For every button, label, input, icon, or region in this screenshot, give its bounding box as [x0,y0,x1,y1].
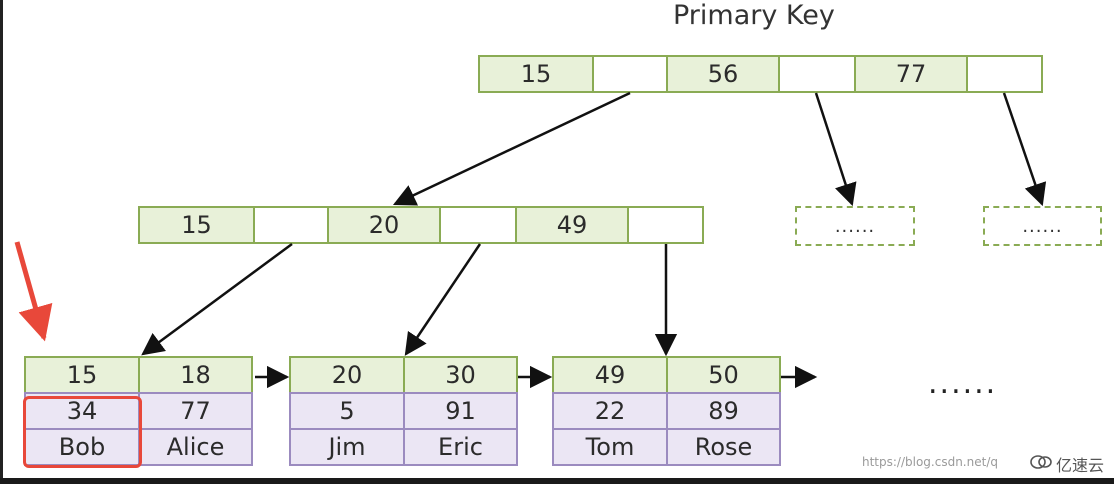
leaf-value: 91 [403,392,518,430]
brand-logo-text: 亿速云 [1056,456,1105,475]
leaf-value: 77 [138,392,253,430]
leaf-value: 89 [666,392,781,430]
leaf-key: 20 [289,356,405,394]
tree-arrow [1002,92,1047,207]
leaf-data-row: Tom Rose [552,428,781,466]
leaf-value: Jim [289,428,405,466]
placeholder-node: ...... [795,206,915,246]
root-pointer [778,55,856,93]
leaf-key-row: 49 50 [552,356,781,394]
cloud-icon [1030,455,1052,469]
internal-node: 15 20 49 [138,206,704,244]
tree-arrow [814,92,857,207]
leaf-node: 15 18 34 77 Bob Alice [24,356,253,466]
root-node: 15 56 77 [478,55,1043,93]
root-key: 15 [478,55,594,93]
root-pointer [592,55,668,93]
internal-key: 15 [138,206,255,244]
leaf-value: Eric [403,428,518,466]
red-pointer-arrow [14,241,53,342]
tree-arrow [141,242,293,356]
leaf-data-row: Bob Alice [24,428,253,466]
root-key: 56 [666,55,780,93]
watermark-url: https://blog.csdn.net/q [862,455,998,469]
internal-pointer [439,206,517,244]
internal-pointer [253,206,329,244]
leaf-key: 18 [138,356,253,394]
left-edge-bar [0,0,3,484]
leaf-value: Rose [666,428,781,466]
root-pointer [966,55,1043,93]
leaf-node: 49 50 22 89 Tom Rose [552,356,781,466]
highlight-box [23,396,142,468]
internal-key: 49 [515,206,629,244]
placeholder-node: ...... [983,206,1102,246]
leaf-node: 20 30 5 91 Jim Eric [289,356,518,466]
tree-arrow [392,91,631,206]
internal-key: 20 [327,206,441,244]
tree-arrow [404,243,482,356]
diagram-title: Primary Key [673,0,835,31]
more-leaves-ellipsis: ...... [928,366,998,401]
bottom-edge-bar [0,478,1114,484]
internal-pointer [627,206,704,244]
leaf-data-row: Jim Eric [289,428,518,466]
leaf-value: Alice [138,428,253,466]
leaf-key-row: 15 18 [24,356,253,394]
